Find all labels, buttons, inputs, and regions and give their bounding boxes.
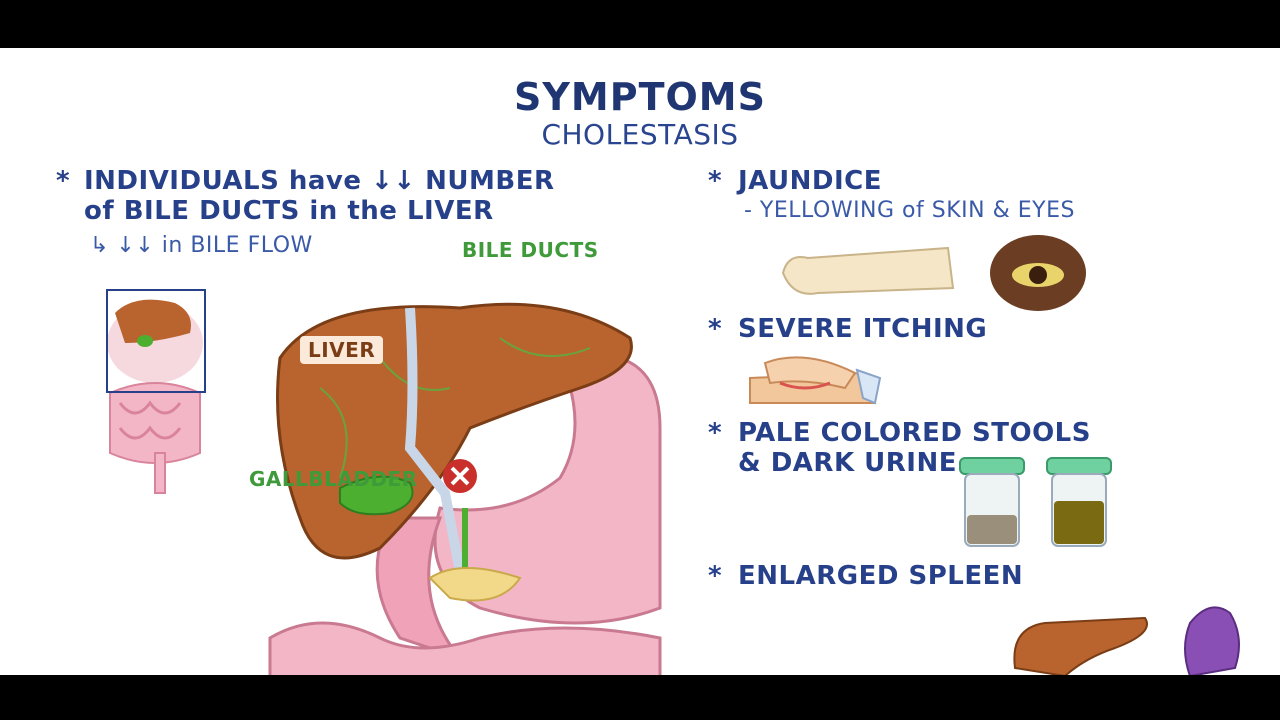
bile-duct-line-2: of BILE DUCTS in the LIVER	[84, 196, 494, 226]
page-subtitle: CHOLESTASIS	[541, 118, 739, 151]
bullet-asterisk: *	[56, 166, 71, 196]
symptom-urine: & DARK URINE	[738, 448, 957, 478]
bottom-letterbox-bar	[0, 675, 1280, 720]
bullet-asterisk: *	[708, 166, 723, 196]
symptom-jaundice-detail: - YELLOWING of SKIN & EYES	[744, 198, 1075, 223]
bile-duct-line-1: INDIVIDUALS have ↓↓ NUMBER	[84, 166, 555, 196]
gallbladder-label: GALLBLADDER	[249, 467, 418, 491]
bullet-asterisk: *	[708, 418, 723, 448]
symptom-spleen: ENLARGED SPLEEN	[738, 561, 1024, 591]
liver-label: LIVER	[300, 336, 384, 364]
zoom-focus-box	[106, 289, 206, 393]
sample-cups-illustration	[959, 457, 1112, 547]
page-title: SYMPTOMS	[514, 75, 766, 119]
itching-hand-illustration	[749, 356, 882, 405]
symptom-jaundice: JAUNDICE	[738, 166, 882, 196]
bullet-asterisk: *	[708, 561, 723, 591]
whiteboard: SYMPTOMS CHOLESTASIS * INDIVIDUALS have …	[0, 48, 1280, 675]
liver-spleen-illustration	[1013, 606, 1240, 675]
top-letterbox-bar	[0, 0, 1280, 48]
gallbladder-shape	[339, 475, 414, 516]
liver-anatomy-illustration	[268, 302, 662, 675]
yellow-eye-illustration	[990, 235, 1086, 311]
symptom-stools: PALE COLORED STOOLS	[738, 418, 1091, 448]
bile-ducts-label: BILE DUCTS	[462, 238, 599, 262]
yellow-arm-illustration	[781, 246, 955, 295]
body-overview-illustration	[107, 299, 203, 494]
symptom-itching: SEVERE ITCHING	[738, 314, 988, 344]
bullet-asterisk: *	[708, 314, 723, 344]
bile-flow-line: ↳ ↓↓ in BILE FLOW	[90, 233, 313, 258]
